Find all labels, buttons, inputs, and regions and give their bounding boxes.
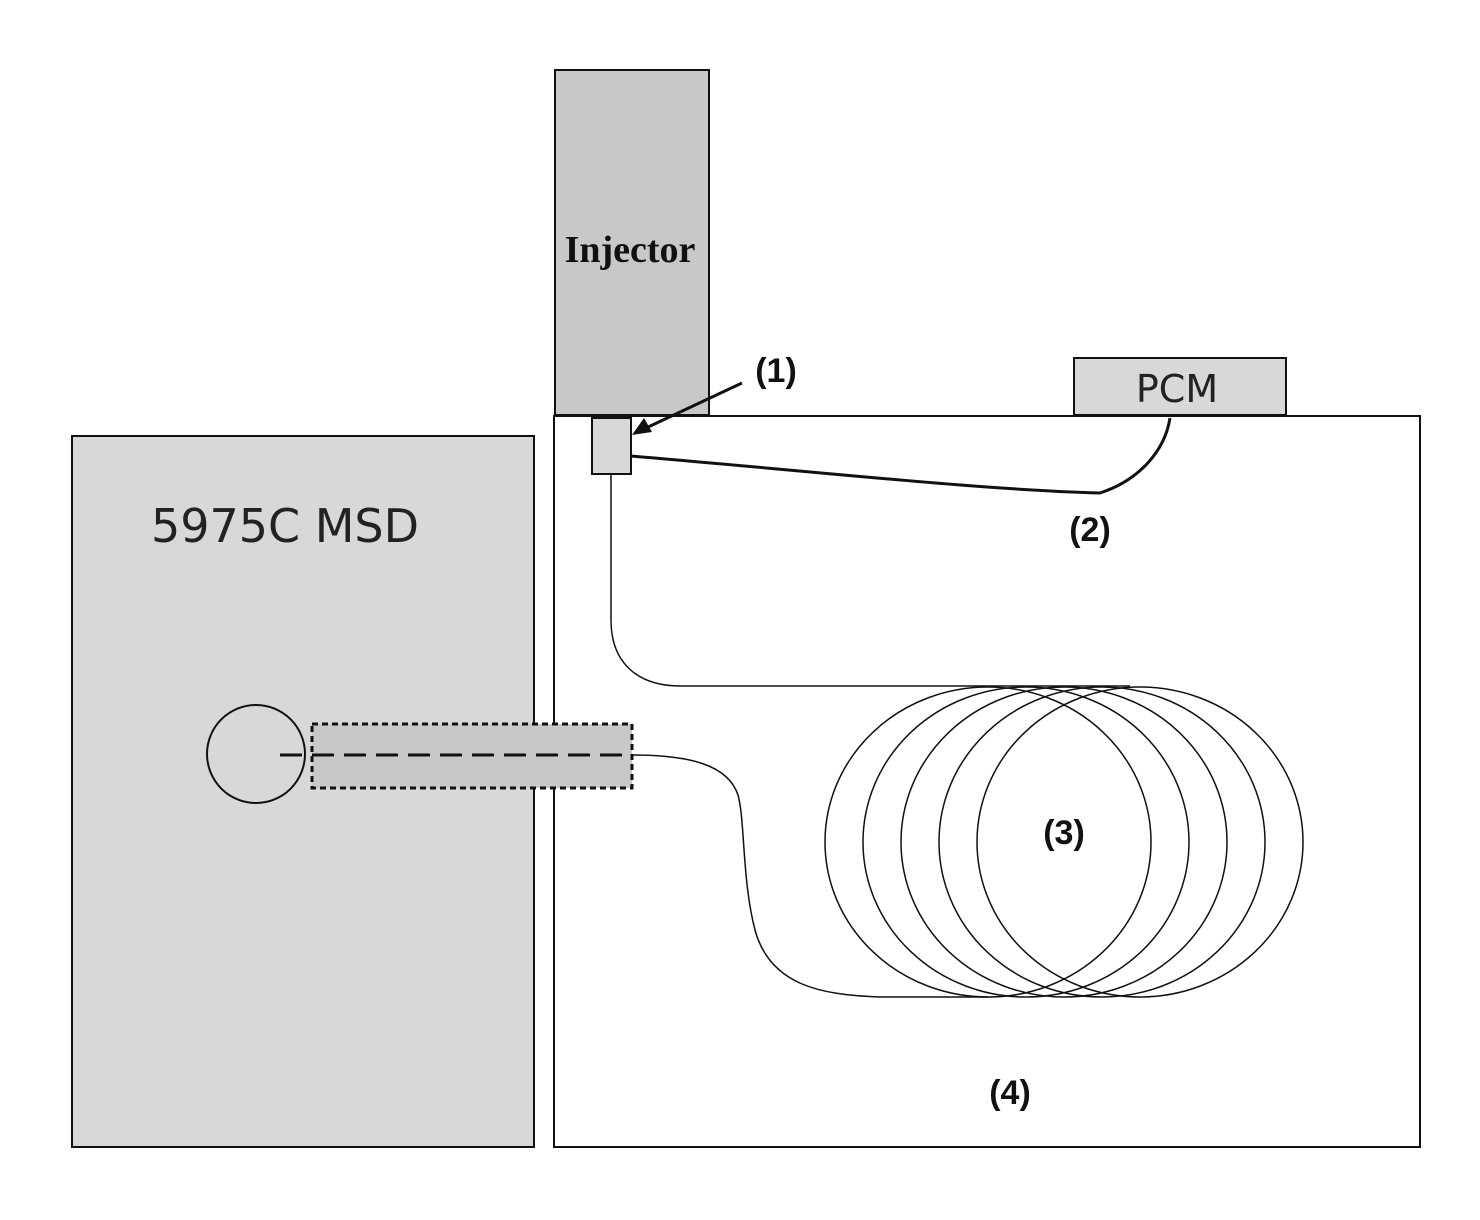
column-outlet-path	[631, 754, 988, 998]
coil-loop	[862, 686, 1190, 998]
callout-2-label: (2)	[1069, 511, 1111, 549]
ion-source-circle	[206, 704, 306, 804]
callout-1-label: (1)	[755, 352, 797, 390]
column-inlet-path	[610, 474, 1130, 687]
pcm-line	[630, 417, 1172, 495]
msd-box	[71, 435, 535, 1148]
inlet-fitting	[591, 417, 632, 475]
coil-loop	[938, 686, 1266, 998]
pcm-label: PCM	[1136, 367, 1218, 411]
coil-loop	[900, 686, 1228, 998]
callout-1-arrowhead	[632, 418, 652, 435]
callout-3-label: (3)	[1043, 814, 1085, 852]
coil-loop	[976, 686, 1304, 998]
pcm-box	[1073, 357, 1287, 416]
callout-1-arrow	[645, 381, 743, 430]
gc-oven-box	[553, 415, 1421, 1148]
msd-label: 5975C MSD	[151, 499, 419, 553]
injector-box	[554, 69, 710, 416]
callout-4-label: (4)	[989, 1074, 1031, 1112]
injector-label: Injector	[565, 229, 696, 271]
